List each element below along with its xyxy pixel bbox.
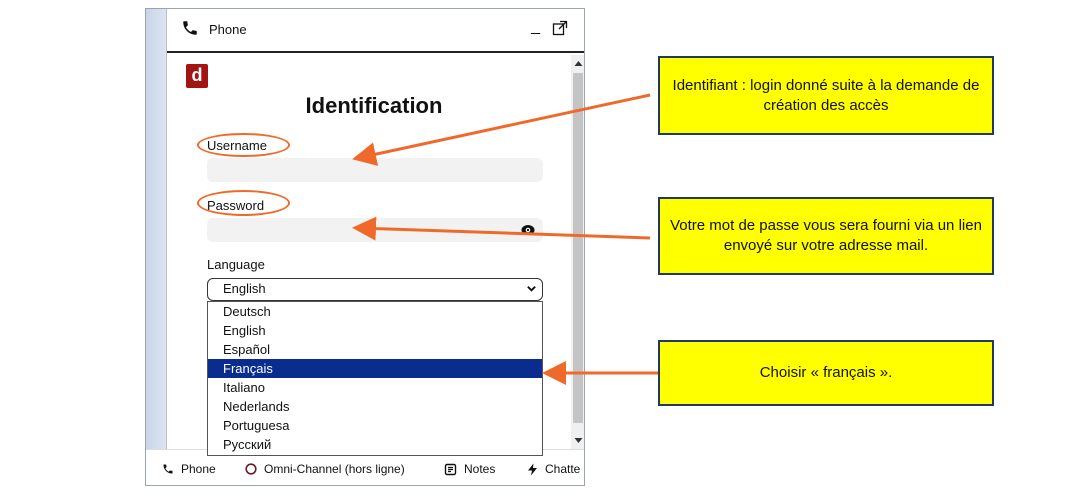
- language-option-espanol[interactable]: Español: [223, 342, 270, 357]
- language-select-value: English: [223, 281, 266, 296]
- language-option-italiano[interactable]: Italiano: [223, 380, 265, 395]
- notes-icon: [444, 463, 457, 475]
- language-option-deutsch[interactable]: Deutsch: [223, 304, 271, 319]
- minimize-button[interactable]: _: [531, 18, 540, 35]
- scroll-down-arrow-icon[interactable]: [573, 436, 584, 445]
- scroll-up-arrow-icon[interactable]: [573, 59, 584, 68]
- language-label: Language: [207, 257, 265, 272]
- app-logo: d: [186, 64, 208, 88]
- popout-icon[interactable]: [552, 20, 568, 36]
- lightning-icon: [528, 463, 537, 475]
- show-password-eye-icon[interactable]: [521, 224, 535, 236]
- tab-notes-label: Notes: [464, 462, 496, 476]
- language-option-portuguesa[interactable]: Portuguesa: [223, 418, 290, 433]
- language-option-english[interactable]: English: [223, 323, 266, 338]
- tab-notes[interactable]: Notes: [444, 462, 495, 476]
- identifiant-callout: Identifiant : login donné suite à la dem…: [658, 56, 994, 135]
- password-callout: Votre mot de passe vous sera fourni via …: [658, 197, 994, 275]
- phone-icon: [163, 464, 173, 474]
- username-input[interactable]: [207, 158, 543, 182]
- panel-scrollbar[interactable]: [571, 55, 584, 449]
- password-input[interactable]: [207, 218, 543, 242]
- chevron-down-icon: [527, 286, 536, 292]
- language-option-russian[interactable]: Русский: [223, 437, 272, 452]
- language-option-francais[interactable]: Français: [208, 359, 542, 378]
- softphone-window: Phone _ d Identification Username Passwo…: [145, 8, 585, 486]
- panel-title: Phone: [209, 22, 247, 37]
- language-option-nederlands[interactable]: Nederlands: [223, 399, 290, 414]
- tab-chat-label: Chatte: [545, 462, 581, 476]
- form-title: Identification: [305, 93, 443, 118]
- language-callout: Choisir « français ».: [658, 340, 994, 406]
- language-dropdown-list: Deutsch English Español Français Italian…: [207, 301, 543, 456]
- panel-header: Phone _: [167, 9, 584, 53]
- tab-omni-channel[interactable]: Omni-Channel (hors ligne): [245, 462, 405, 476]
- tab-chat[interactable]: Chatte: [527, 462, 580, 476]
- phone-icon: [183, 21, 197, 35]
- status-circle-icon: [245, 463, 257, 475]
- language-select[interactable]: English: [207, 278, 543, 301]
- tab-omni-channel-label: Omni-Channel (hors ligne): [264, 462, 405, 476]
- phone-panel: Phone _ d Identification Username Passwo…: [166, 9, 584, 456]
- tab-phone-label: Phone: [181, 462, 216, 476]
- window-left-strip: [146, 9, 167, 485]
- tab-phone[interactable]: Phone: [162, 462, 216, 476]
- password-highlight-circle: [197, 190, 290, 216]
- username-highlight-circle: [197, 133, 290, 157]
- scrollbar-thumb[interactable]: [573, 73, 583, 423]
